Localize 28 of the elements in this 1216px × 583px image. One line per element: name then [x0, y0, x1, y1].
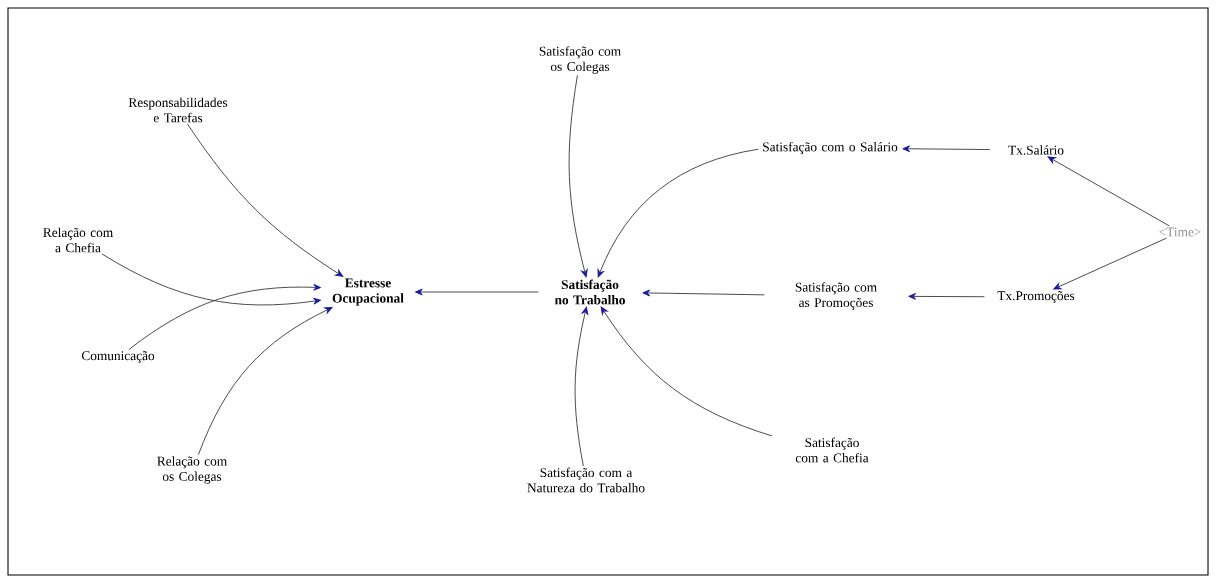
arrow: [600, 306, 773, 437]
variable-label: Tx.Salário: [1008, 145, 1064, 155]
arrow: [197, 307, 333, 456]
arrow: [902, 145, 991, 153]
arrow: [574, 306, 589, 467]
arrow: [642, 289, 765, 297]
variable-label: Relação com a Chefia: [43, 227, 113, 253]
variable-label: Satisfação com as Promoções: [795, 282, 877, 310]
variable-label: Satisfação com a Chefia: [795, 437, 869, 463]
variable-label: Estresse Ocupacional: [332, 278, 404, 306]
variable-label: Satisfação com o Salário: [763, 141, 898, 155]
arrow: [1053, 237, 1167, 290]
variable-label: Relação com os Colegas: [157, 456, 227, 484]
variable-label: Comunicação: [81, 351, 155, 363]
variable-label: Satisfação no Trabalho: [554, 279, 625, 305]
variable-label: Responsabilidades e Tarefas: [128, 97, 228, 123]
arrow: [597, 148, 759, 278]
variable-label: Satisfação com a Natureza do Trabalho: [527, 467, 645, 493]
arrow: [415, 288, 539, 296]
arrow: [1047, 156, 1170, 227]
arrow: [568, 74, 588, 278]
arrow: [187, 123, 344, 277]
variable-label: Satisfação com os Colegas: [539, 46, 621, 74]
arrow: [101, 253, 322, 306]
arrow: [908, 293, 985, 300]
arrow: [128, 283, 322, 350]
variable-label: Tx.Promoções: [997, 291, 1075, 303]
shadow-variable-label: <Time>: [1159, 227, 1201, 237]
